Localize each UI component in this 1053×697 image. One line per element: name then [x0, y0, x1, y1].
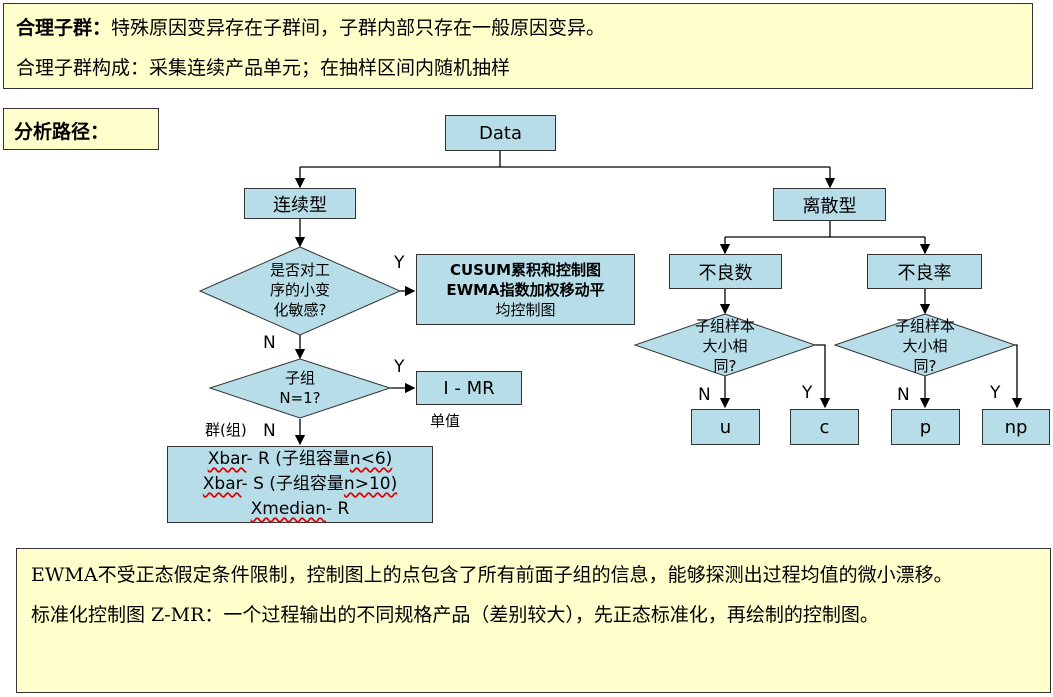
- imr-node: I - MR: [416, 371, 522, 405]
- cusum-ewma-node: CUSUM累积和控制图 EWMA指数加权移动平 均控制图: [416, 254, 635, 325]
- ewma-note: EWMA不受正态假定条件限制，控制图上的点包含了所有前面子组的信息，能够探测出过…: [16, 548, 1051, 693]
- definition-term: 合理子群：: [16, 17, 112, 39]
- continuous-node: 连续型: [244, 188, 356, 219]
- discrete-node: 离散型: [773, 188, 886, 221]
- yes-label-subgroup: Y: [394, 357, 405, 377]
- defect-rate-node: 不良率: [867, 254, 982, 289]
- yes-label-sensitivity: Y: [394, 253, 405, 273]
- cusum-ewma-line3: 均控制图: [495, 300, 556, 319]
- defect-rate-sample-size-decision-diamond: [833, 313, 1017, 377]
- analysis-path-label: 分析路径：: [3, 108, 159, 150]
- subgroup-size-decision-diamond: [208, 358, 392, 419]
- defects-size-question: 子组样本大小相同?: [694, 317, 756, 375]
- xbar-r-line: Xbar- R (子组容量n<6): [207, 449, 393, 469]
- sensitivity-decision-diamond: [198, 246, 402, 336]
- single-value-label: 单值: [430, 412, 461, 430]
- defects-node: 不良数: [669, 254, 782, 289]
- definition-note: 合理子群：特殊原因变异存在子群间，子群内部只存在一般原因变异。 合理子群构成：采…: [3, 3, 1033, 89]
- cusum-ewma-line2: EWMA指数加权移动平: [446, 280, 605, 299]
- standardized-chart-note-text: 标准化控制图 Z-MR：一个过程输出的不同规格产品（差别较大），先正态标准化，再…: [31, 604, 879, 626]
- np-chart-node: np: [982, 409, 1050, 445]
- c-chart-node: c: [790, 409, 859, 445]
- data-node: Data: [445, 115, 556, 151]
- defect-rate-size-question: 子组样本大小相同?: [894, 317, 956, 375]
- sensitivity-question: 是否对工序的小变化敏感?: [269, 261, 331, 319]
- xbar-node: Xbar- R (子组容量n<6) Xbar- S (子组容量n>10) Xme…: [167, 446, 433, 523]
- u-chart-node: u: [691, 409, 760, 445]
- group-label: 群(组): [205, 421, 247, 439]
- cusum-ewma-line1: CUSUM累积和控制图: [449, 260, 602, 279]
- definition-text: 特殊原因变异存在子群间，子群内部只存在一般原因变异。: [111, 17, 606, 39]
- p-chart-node: p: [891, 409, 960, 445]
- ewma-note-text: EWMA不受正态假定条件限制，控制图上的点包含了所有前面子组的信息，能够探测出过…: [31, 564, 953, 586]
- yes-label-defects: Y: [802, 383, 813, 403]
- no-label-subgroup: N: [263, 421, 276, 441]
- no-label-defect-rate: N: [897, 385, 910, 405]
- defects-sample-size-decision-diamond: [633, 313, 817, 377]
- no-label-sensitivity: N: [263, 333, 276, 353]
- xmedian-r-line: Xmedian- R: [250, 499, 350, 519]
- yes-label-defect-rate: Y: [990, 383, 1001, 403]
- subgroup-composition-text: 合理子群构成：采集连续产品单元；在抽样区间内随机抽样: [16, 57, 511, 79]
- xbar-s-line: Xbar- S (子组容量n>10): [202, 474, 398, 494]
- no-label-defects: N: [698, 385, 711, 405]
